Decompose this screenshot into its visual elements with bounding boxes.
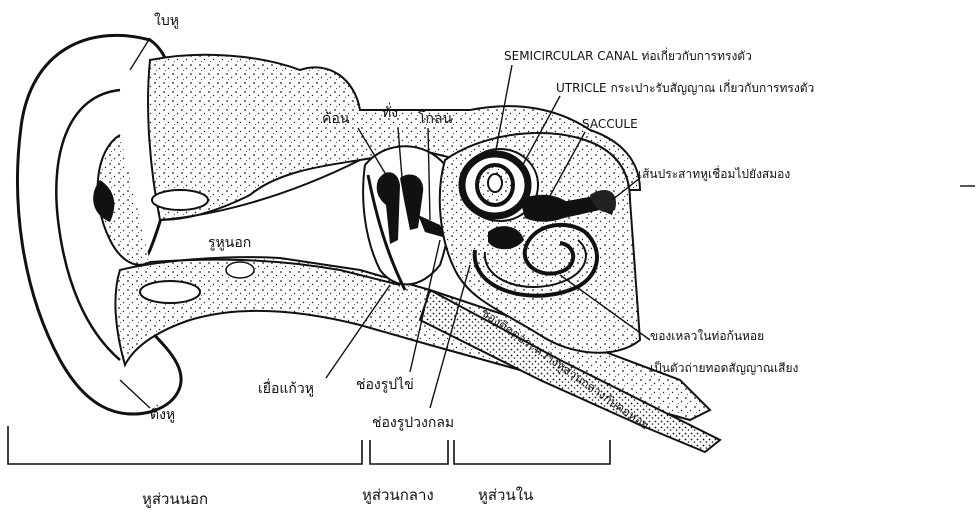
- label-eardrum: เยื่อแก้วหู: [258, 382, 314, 396]
- label-utricle: UTRICLE กระเปาะรับสัญญาณ เกี่ยวกับการทรง…: [556, 82, 814, 94]
- label-round-window: ช่องรูปวงกลม: [372, 416, 454, 430]
- bracket-outer: [8, 426, 362, 464]
- label-region-outer: หูส่วนนอก: [142, 492, 208, 507]
- region-brackets: [8, 426, 610, 464]
- label-stapes: โกลน: [418, 112, 452, 126]
- bone-cavity-lower: [140, 281, 200, 303]
- label-ear-canal: รูหูนอก: [208, 236, 251, 250]
- label-nerve: เส้นประสาทหูเชื่อมไปยังสมอง: [638, 168, 790, 180]
- label-cochlear-fluid-2: เป็นตัวถ่ายทอดสัญญาณเสียง: [650, 362, 798, 374]
- label-saccule: SACCULE: [582, 118, 638, 130]
- label-cochlear-fluid-1: ของเหลวในท่อก้นหอย: [650, 330, 764, 342]
- label-region-middle: หูส่วนกลาง: [362, 488, 434, 503]
- bracket-middle: [370, 440, 448, 464]
- bone-cavity-small: [226, 262, 254, 278]
- bracket-inner: [454, 440, 610, 464]
- bone-cavity-upper: [152, 190, 208, 210]
- label-malleus: ค้อน: [322, 112, 349, 126]
- label-oval-window: ช่องรูปไข่: [356, 378, 414, 392]
- label-region-inner: หูส่วนใน: [478, 488, 533, 503]
- label-earlobe: ติ่งหู: [150, 408, 175, 422]
- label-semicircular-canal: SEMICIRCULAR CANAL ท่อเกี่ยวกับการทรงตัว: [504, 50, 752, 62]
- semicircular-canal-core: [488, 174, 502, 192]
- label-pinna: ใบหู: [154, 14, 179, 28]
- label-incus: ทั่ง: [382, 106, 398, 120]
